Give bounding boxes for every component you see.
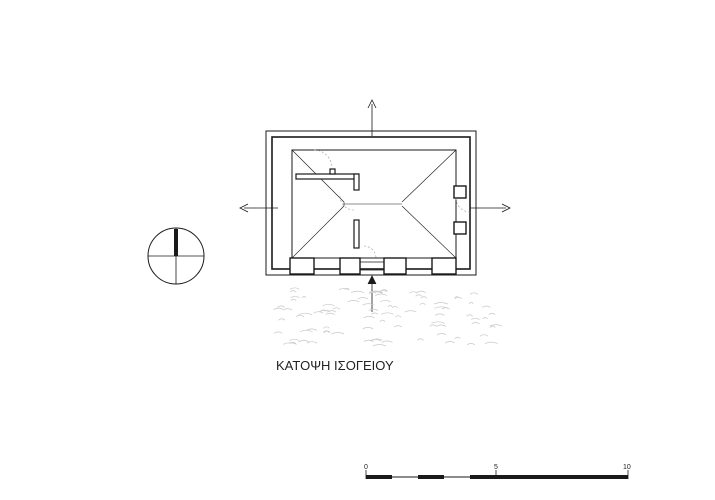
scale-bar: 0 5 10 xyxy=(364,464,631,479)
section-line-vertical xyxy=(367,99,377,312)
ground-hatch-mark xyxy=(434,306,448,309)
ground-hatch-mark xyxy=(392,305,399,309)
ground-hatch-mark xyxy=(278,318,286,321)
interior-partitions xyxy=(295,168,360,249)
building-plan xyxy=(265,130,477,276)
ground-hatch-mark xyxy=(326,310,337,313)
ground-hatch-mark xyxy=(362,303,375,306)
ground-hatch-mark xyxy=(350,290,365,293)
ground-hatch-mark xyxy=(454,296,460,299)
ground-hatch-mark xyxy=(289,287,300,290)
scale-label-5: 5 xyxy=(494,464,498,471)
ground-hatch-mark xyxy=(290,298,297,301)
ground-hatch-mark xyxy=(375,293,388,296)
ground-hatch-mark xyxy=(283,308,293,311)
ground-hatch-mark xyxy=(370,312,379,315)
ground-hatch-mark xyxy=(471,322,480,325)
ground-hatch-mark xyxy=(299,329,313,333)
ground-hatch-mark xyxy=(290,295,300,299)
ground-hatch-mark xyxy=(320,309,326,312)
ground-hatch-mark xyxy=(404,310,417,313)
ground-hatch-mark xyxy=(479,334,489,337)
ground-hatch-mark xyxy=(380,299,391,303)
ground-hatch-mark xyxy=(436,324,447,327)
ground-hatch-mark xyxy=(489,324,503,327)
north-arrow-icon xyxy=(147,227,205,285)
ground-hatch-mark xyxy=(380,312,394,315)
ground-hatch-mark xyxy=(417,338,424,341)
ground-hatch-mark xyxy=(468,302,474,305)
ground-hatch-mark xyxy=(379,319,386,322)
ground-hatch-mark xyxy=(347,300,360,303)
ground-hatch-mark xyxy=(434,302,448,305)
ground-hatch-mark xyxy=(295,314,305,317)
ground-hatch-mark xyxy=(469,292,479,295)
ground-hatch-mark xyxy=(471,317,480,320)
ground-hatch-mark xyxy=(289,341,297,344)
ground-hatch-mark xyxy=(482,317,488,320)
ground-hatch-mark xyxy=(289,290,297,293)
ground-hatch-mark xyxy=(344,287,350,290)
ground-hatch-mark xyxy=(363,339,374,342)
ground-hatch-mark xyxy=(488,312,496,315)
ground-hatch-mark xyxy=(393,325,403,328)
entrance-opening xyxy=(360,261,384,271)
ground-hatch-mark xyxy=(298,340,310,343)
ground-hatch-mark xyxy=(282,342,297,345)
ground-hatch-mark xyxy=(372,344,386,347)
ground-hatch-mark xyxy=(331,332,345,335)
ground-hatch xyxy=(273,287,503,347)
drawing-title: ΚΑΤΟΨΗ ΙΣΟΓΕΙΟΥ xyxy=(276,358,394,373)
ground-hatch-mark xyxy=(313,311,324,314)
ground-hatch-mark xyxy=(322,330,331,333)
ground-hatch-mark xyxy=(489,325,496,328)
ground-hatch-mark xyxy=(332,307,341,310)
ground-hatch-mark xyxy=(415,294,423,297)
ground-hatch-mark xyxy=(429,324,437,327)
ground-hatch-mark xyxy=(395,315,402,318)
ground-hatch-mark xyxy=(289,338,300,342)
ground-hatch-mark xyxy=(387,305,393,308)
ground-hatch-mark xyxy=(420,296,428,299)
ground-hatch-mark xyxy=(368,291,384,294)
ground-hatch-mark xyxy=(436,333,447,336)
ground-hatch-mark xyxy=(409,291,418,294)
ground-hatch-mark xyxy=(277,305,286,308)
ground-hatch-mark xyxy=(273,331,283,334)
ground-hatch-mark xyxy=(273,307,284,310)
ground-hatch-mark xyxy=(306,341,318,344)
ground-hatch-mark xyxy=(298,312,313,316)
ground-hatch-mark xyxy=(466,314,474,317)
ground-hatch-mark xyxy=(357,297,369,300)
ground-hatch-mark xyxy=(323,326,330,329)
ground-hatch-mark xyxy=(301,296,307,299)
ground-hatch-mark xyxy=(381,340,393,343)
scale-label-10: 10 xyxy=(623,464,631,471)
ground-hatch-mark xyxy=(445,341,455,344)
ground-hatch-mark xyxy=(466,343,476,346)
ground-hatch-mark xyxy=(416,290,426,293)
door-swings xyxy=(313,149,471,259)
ground-hatch-mark xyxy=(481,305,491,308)
ground-hatch-mark xyxy=(434,313,445,316)
ground-hatch-mark xyxy=(363,316,375,319)
ground-hatch-mark xyxy=(419,302,426,306)
ground-hatch-mark xyxy=(454,336,461,339)
ground-hatch-mark xyxy=(368,308,379,311)
ground-hatch-mark xyxy=(431,321,446,324)
ground-hatch-mark xyxy=(484,341,498,344)
scale-label-0: 0 xyxy=(364,464,368,471)
ground-hatch-mark xyxy=(325,312,335,315)
ground-hatch-mark xyxy=(368,290,383,293)
ground-hatch-mark xyxy=(338,287,350,291)
ground-hatch-mark xyxy=(454,296,463,299)
ground-hatch-mark xyxy=(322,303,335,307)
ground-hatch-mark xyxy=(362,327,374,330)
wall-piers xyxy=(289,185,467,275)
